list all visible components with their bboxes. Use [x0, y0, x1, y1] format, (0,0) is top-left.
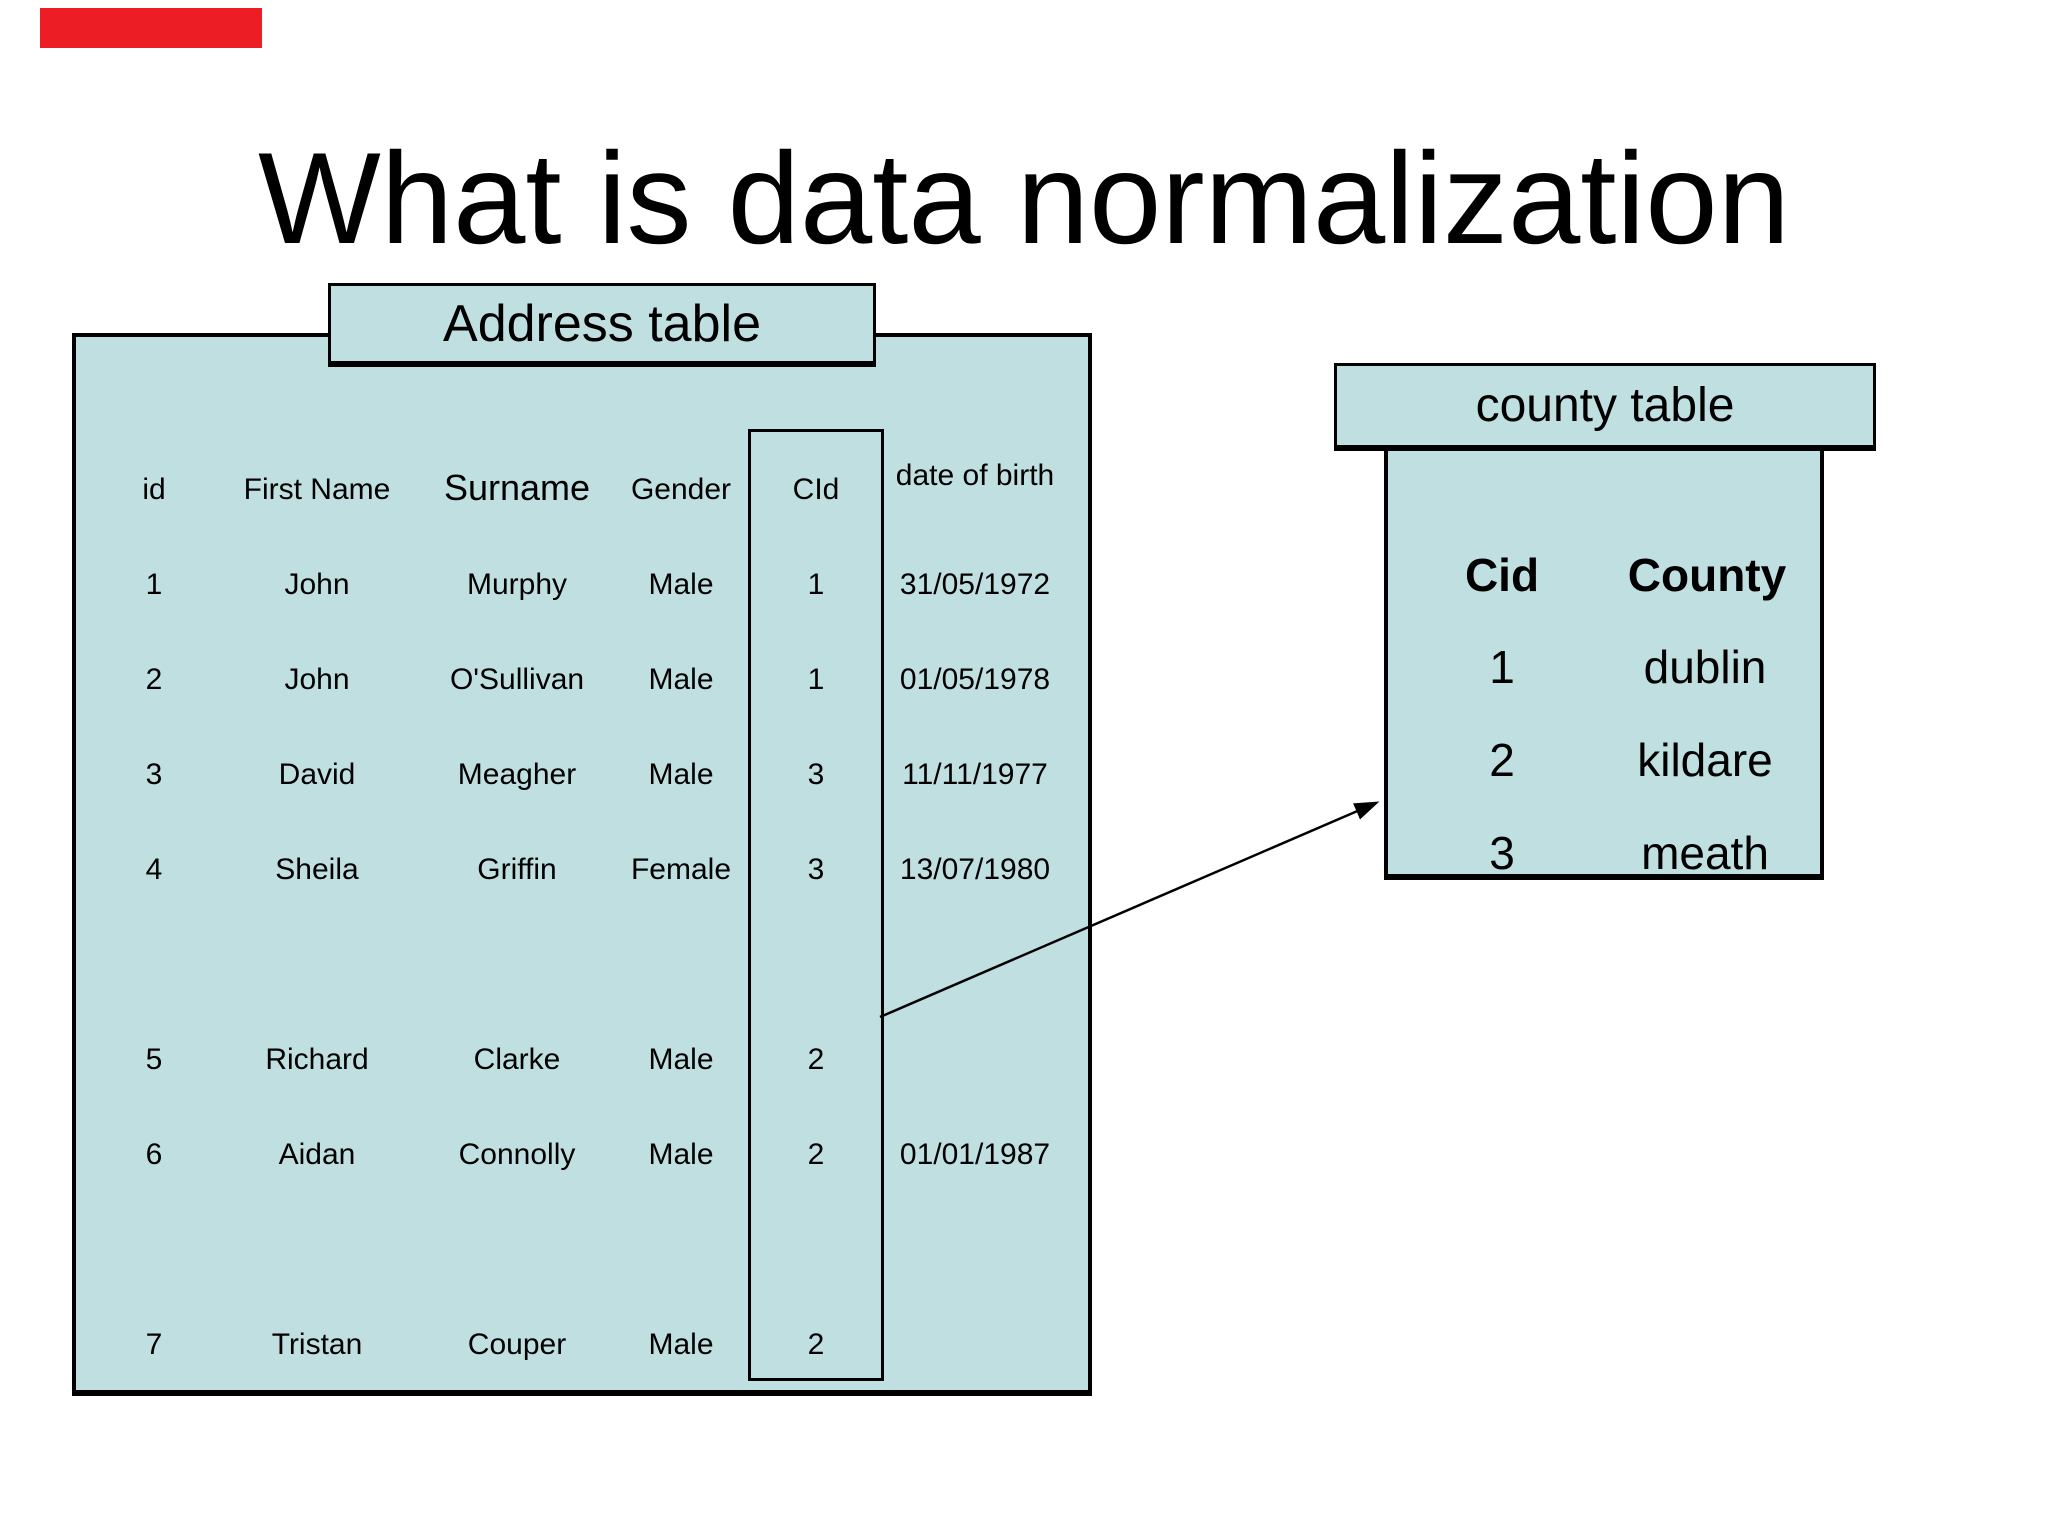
county-cell: 1: [1489, 641, 1515, 693]
address-cell: Couper: [467, 1328, 567, 1361]
address-cell: Male: [648, 663, 714, 696]
address-cell: Clarke: [473, 1043, 561, 1076]
address-cell: Griffin: [477, 853, 557, 886]
address-table-label-text: Address table: [443, 294, 761, 353]
address-table-box: [72, 333, 1092, 1396]
county-cell: dublin: [1643, 641, 1767, 693]
county-table-label-text: county table: [1475, 379, 1735, 432]
county-header-county: County: [1627, 549, 1787, 601]
address-cell: 13/07/1980: [899, 853, 1051, 886]
address-header-id: id: [142, 473, 166, 506]
address-cell: 3: [807, 758, 825, 791]
address-table-label: Address table: [328, 283, 876, 367]
address-header-surname: Surname: [443, 467, 591, 508]
address-cell: Richard: [265, 1043, 369, 1076]
address-cell: 3: [807, 853, 825, 886]
address-cell: 2: [807, 1043, 825, 1076]
address-cell: 01/01/1987: [899, 1138, 1051, 1171]
address-cell: Male: [648, 1328, 714, 1361]
address-cell: Meagher: [457, 758, 577, 791]
address-cell: 3: [145, 758, 163, 791]
address-cell: Aidan: [278, 1138, 356, 1171]
slide-title: What is data normalization: [258, 125, 1790, 271]
address-cell: David: [278, 758, 356, 791]
address-cell: Female: [630, 853, 732, 886]
county-cell: 2: [1489, 734, 1515, 786]
address-cell: Male: [648, 758, 714, 791]
address-cell: John: [284, 663, 350, 696]
address-cell: Connolly: [458, 1138, 576, 1171]
address-cell: Male: [648, 1138, 714, 1171]
county-table-label: county table: [1334, 363, 1876, 451]
county-header-cid: Cid: [1464, 549, 1540, 601]
address-header-date-of-birth: date of birth: [895, 459, 1055, 492]
address-cell: Murphy: [466, 568, 568, 601]
address-header-first-name: First Name: [243, 473, 391, 506]
address-cell: 5: [145, 1043, 163, 1076]
address-cell: Tristan: [271, 1328, 363, 1361]
cid-column-highlight-rect: [748, 429, 884, 1381]
county-table-box: [1384, 451, 1824, 880]
address-cell: 1: [807, 568, 825, 601]
address-cell: 2: [807, 1138, 825, 1171]
address-cell: Male: [648, 1043, 714, 1076]
address-cell: John: [284, 568, 350, 601]
address-cell: 01/05/1978: [899, 663, 1051, 696]
address-cell: 6: [145, 1138, 163, 1171]
address-cell: 1: [807, 663, 825, 696]
relationship-arrow: [879, 801, 1380, 1019]
address-cell: 1: [145, 568, 163, 601]
address-cell: Male: [648, 568, 714, 601]
address-header-cid: CId: [792, 473, 840, 506]
red-marker-bar: [40, 8, 262, 48]
county-cell: 3: [1489, 827, 1515, 879]
address-header-gender: Gender: [630, 473, 732, 506]
address-cell: 31/05/1972: [899, 568, 1051, 601]
address-cell: 7: [145, 1328, 163, 1361]
county-cell: meath: [1641, 827, 1769, 879]
address-cell: 2: [807, 1328, 825, 1361]
address-cell: O'Sullivan: [449, 663, 585, 696]
address-cell: 4: [145, 853, 163, 886]
address-cell: Sheila: [275, 853, 359, 886]
county-cell: kildare: [1637, 734, 1773, 786]
address-cell: 2: [145, 663, 163, 696]
address-cell: 11/11/1977: [902, 758, 1048, 791]
